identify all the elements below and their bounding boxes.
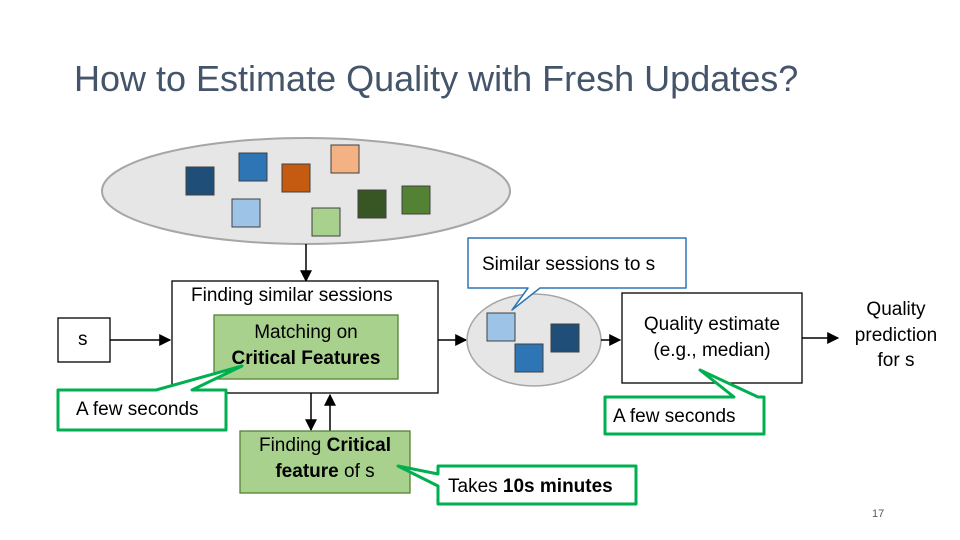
input-session-label: s — [78, 329, 88, 350]
page-number: 17 — [872, 508, 885, 520]
quality-estimate-label: Quality estimate (e.g., median) — [622, 312, 802, 363]
similar-sessions-callout-label: Similar sessions to s — [482, 254, 656, 275]
slide-title: How to Estimate Quality with Fresh Updat… — [74, 58, 799, 99]
session-square-navy — [185, 166, 215, 196]
quality-estimate-line1: Quality estimate — [643, 314, 781, 335]
finding-critical-box — [239, 430, 411, 494]
few-seconds-right-callout — [603, 368, 766, 436]
similar-square-lightblue — [486, 312, 516, 342]
session-square-lightblue — [231, 198, 261, 228]
finding-critical-line1: Finding Critical — [258, 435, 392, 456]
quality-prediction-label: Quality prediction for s — [840, 297, 952, 374]
session-square-darkgreen — [357, 189, 387, 219]
session-square-orange — [281, 163, 311, 193]
session-square-blue — [238, 152, 268, 182]
finding-similar-label: Finding similar sessions — [191, 285, 393, 306]
quality-estimate-line2: (e.g., median) — [653, 339, 771, 361]
session-square-green — [401, 185, 431, 215]
takes-label: Takes 10s minutes — [448, 476, 613, 497]
prediction-line1: Quality — [866, 299, 926, 320]
finding-critical-line2: feature of s — [275, 460, 375, 482]
finding-critical-label: Finding Critical feature of s — [240, 433, 410, 484]
prediction-line3: for s — [877, 350, 915, 372]
similar-sessions-callout — [467, 237, 687, 311]
takes-callout — [396, 464, 638, 506]
matching-line2: Critical Features — [231, 347, 381, 369]
few-seconds-right-label: A few seconds — [613, 406, 736, 427]
matching-label: Matching on Critical Features — [214, 320, 398, 371]
session-square-lightgreen — [311, 207, 341, 237]
quality-estimate-box — [621, 292, 803, 384]
input-session-box — [57, 317, 111, 363]
session-square-peach — [330, 144, 360, 174]
matching-line1: Matching on — [254, 322, 358, 343]
similar-square-blue — [514, 343, 544, 373]
prediction-line2: prediction — [854, 324, 938, 346]
few-seconds-left-label: A few seconds — [76, 399, 199, 420]
matching-box — [213, 314, 399, 380]
few-seconds-left-callout — [56, 364, 244, 432]
similar-square-navy — [550, 323, 580, 353]
